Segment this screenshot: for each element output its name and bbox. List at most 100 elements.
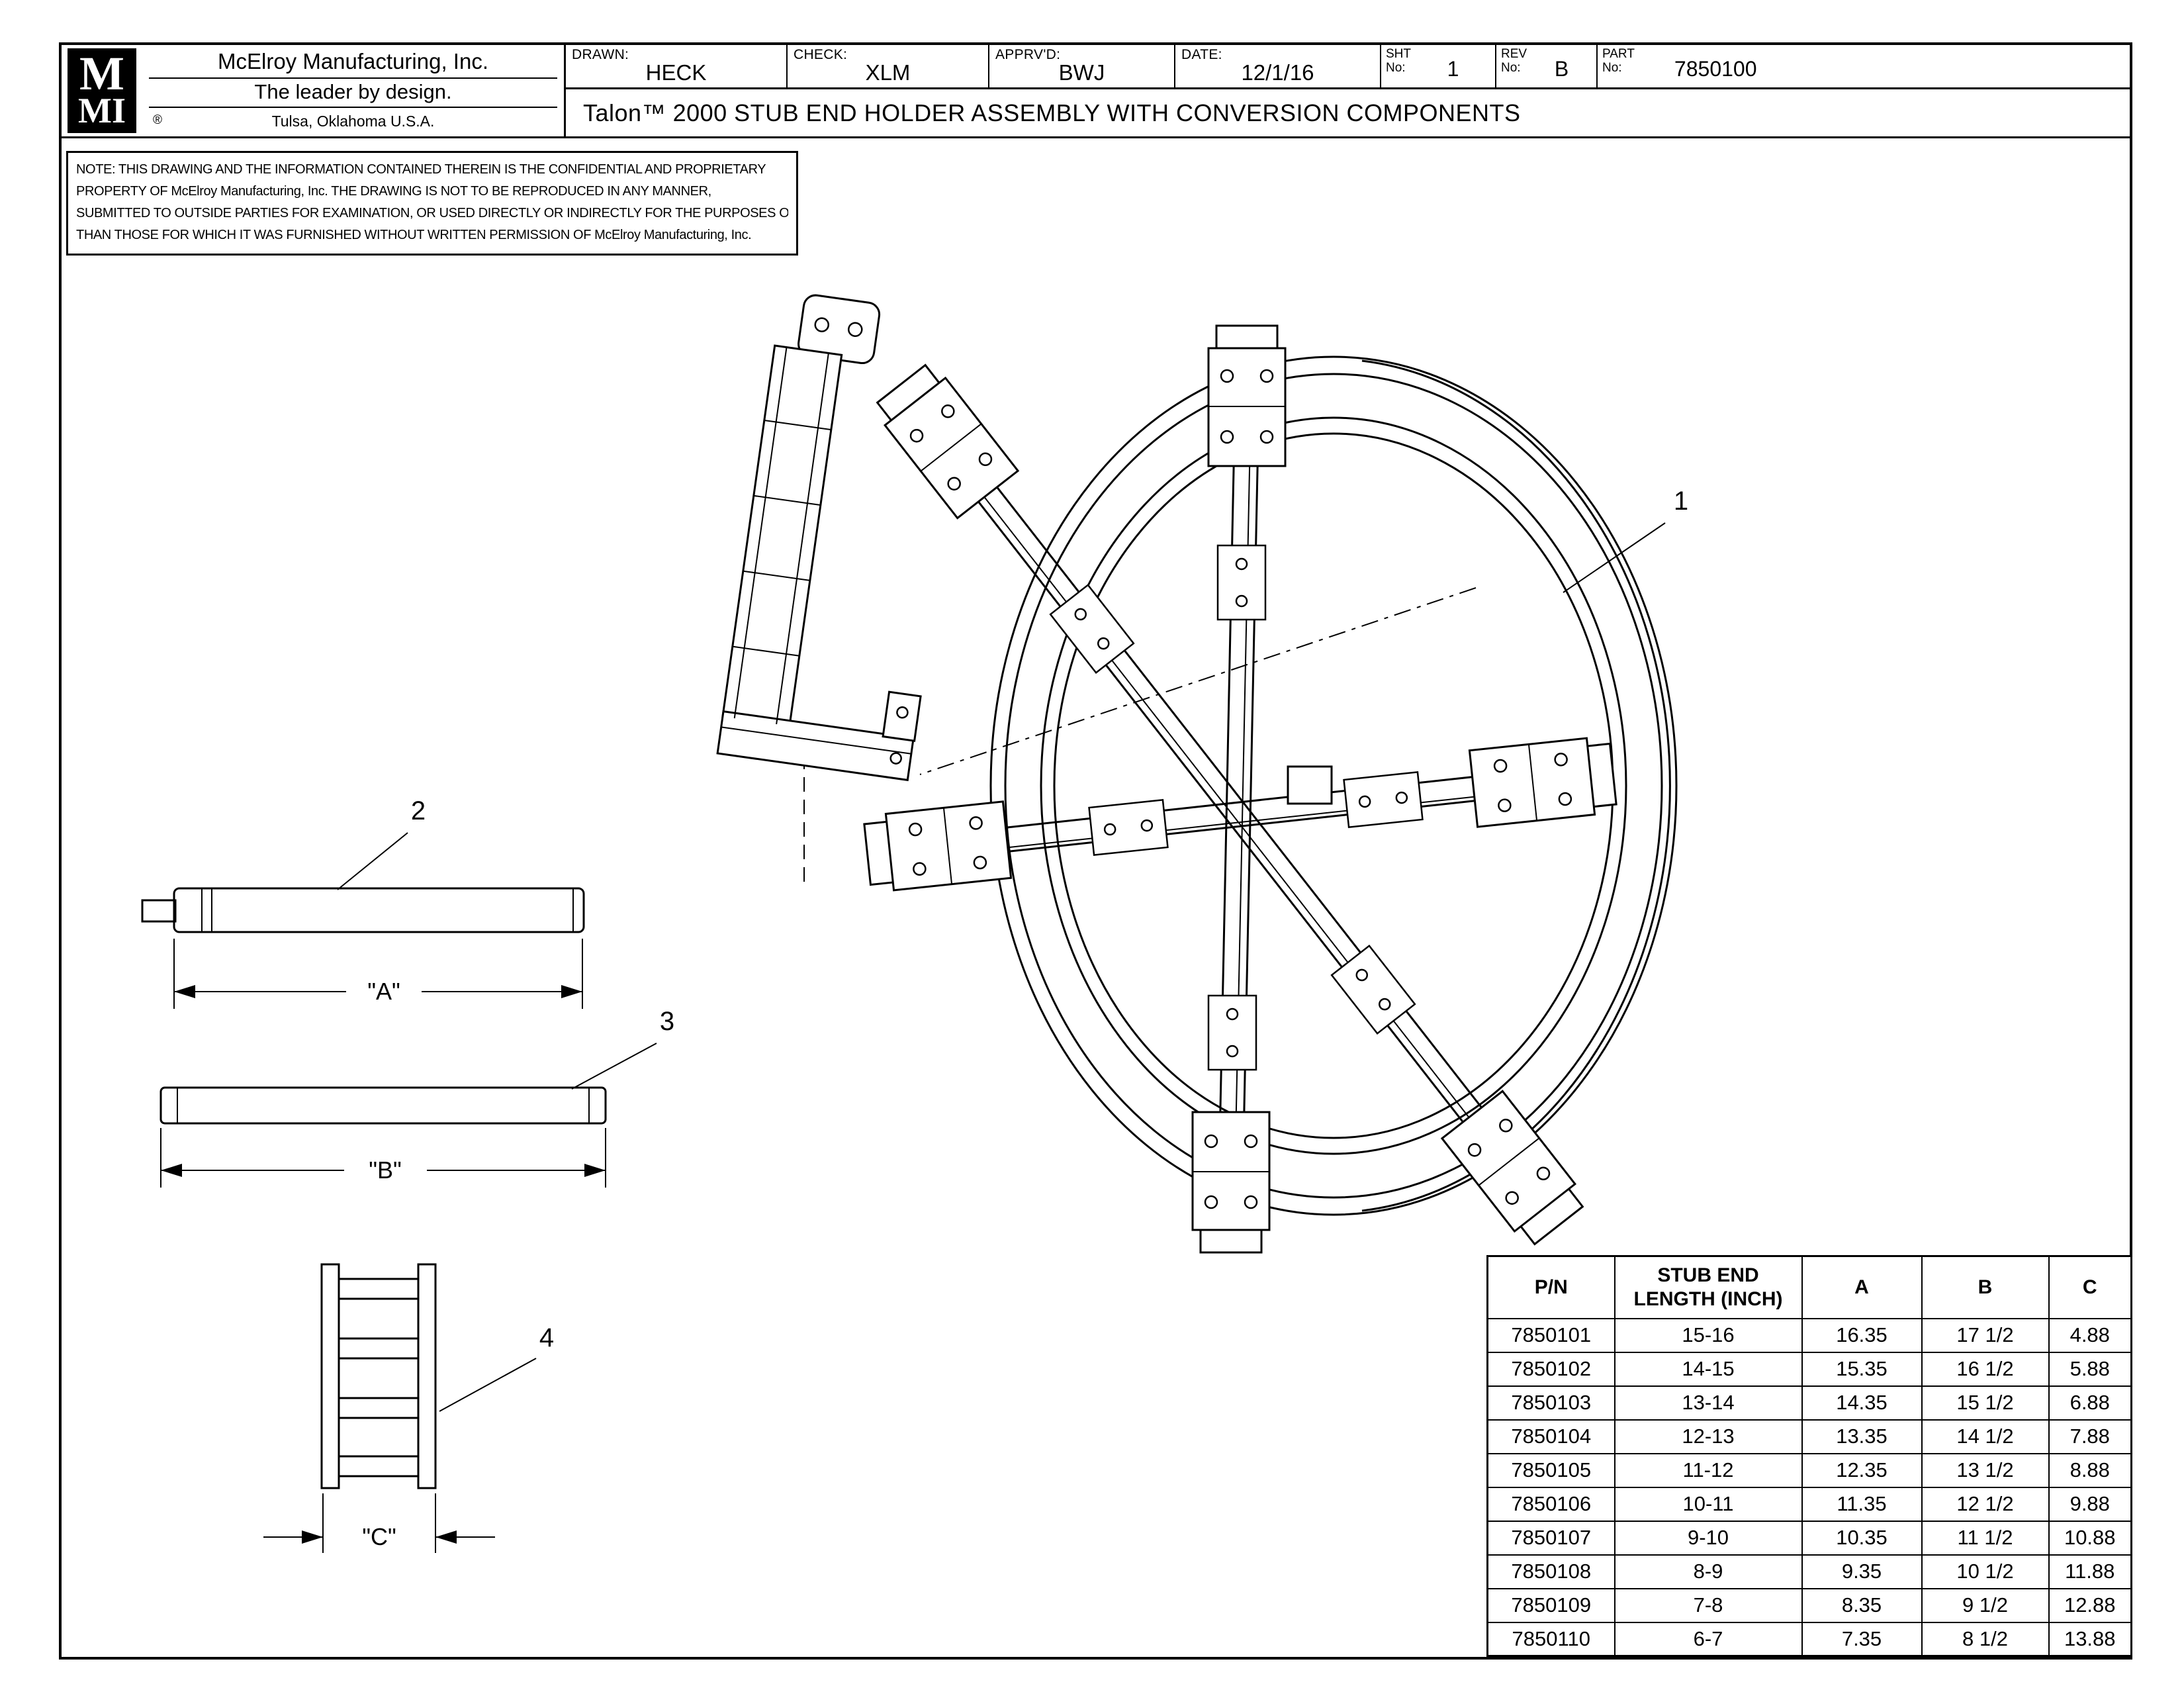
cell-b: 8 1/2 (1921, 1621, 2050, 1657)
revision-cell: REV No: B (1496, 45, 1598, 87)
approval-row: DRAWN: HECK CHECK: XLM APPRV'D: BWJ DATE… (566, 45, 2130, 89)
cell-stub-length: 9-10 (1614, 1520, 1803, 1556)
sheet-number-label: SHT No: (1381, 45, 1411, 87)
cell-pn: 7850102 (1486, 1351, 1615, 1387)
revision-label-line1: REV (1501, 47, 1527, 61)
cell-c: 4.88 (2048, 1317, 2132, 1353)
revision-value: B (1554, 57, 1569, 81)
cell-stub-length: 7-8 (1614, 1587, 1803, 1623)
revision-label-line2: No: (1501, 61, 1521, 75)
cell-a: 16.35 (1801, 1317, 1923, 1353)
cell-stub-length: 15-16 (1614, 1317, 1803, 1353)
cell-stub-length: 13-14 (1614, 1385, 1803, 1421)
sheet-number-cell: SHT No: 1 (1381, 45, 1496, 87)
cell-c: 5.88 (2048, 1351, 2132, 1387)
col-header-a: A (1801, 1255, 1923, 1319)
cell-a: 14.35 (1801, 1385, 1923, 1421)
note-line-1: NOTE: THIS DRAWING AND THE INFORMATION C… (76, 162, 766, 177)
confidentiality-note: NOTE: THIS DRAWING AND THE INFORMATION C… (66, 151, 798, 256)
dimension-a-label: "A" (367, 978, 400, 1005)
cell-pn: 7850110 (1486, 1621, 1615, 1657)
cell-pn: 7850101 (1486, 1317, 1615, 1353)
cell-b: 14 1/2 (1921, 1419, 2050, 1454)
company-block: M MI McElroy Manufacturing, Inc. The lea… (62, 45, 566, 136)
cell-pn: 7850104 (1486, 1419, 1615, 1454)
cell-a: 12.35 (1801, 1452, 1923, 1488)
dimension-b: "B" (160, 1128, 606, 1188)
cell-b: 15 1/2 (1921, 1385, 2050, 1421)
cell-b: 10 1/2 (1921, 1554, 2050, 1589)
ring-assembly (803, 324, 1678, 1254)
table-row: 7850103 13-14 14.35 15 1/2 6.88 (1486, 1385, 2132, 1421)
cell-a: 9.35 (1801, 1554, 1923, 1589)
cell-a: 8.35 (1801, 1587, 1923, 1623)
check-label: CHECK: (794, 47, 848, 62)
sheet-number-value: 1 (1447, 57, 1459, 81)
company-info: McElroy Manufacturing, Inc. The leader b… (149, 46, 557, 130)
cell-pn: 7850109 (1486, 1587, 1615, 1623)
rod-b (159, 1086, 607, 1125)
roller-spool (320, 1263, 437, 1489)
cell-c: 8.88 (2048, 1452, 2132, 1488)
cell-b: 9 1/2 (1921, 1587, 2050, 1623)
callout-1: 1 (1674, 487, 1688, 516)
callout-2: 2 (411, 796, 426, 825)
table-row: 7850102 14-15 15.35 16 1/2 5.88 (1486, 1351, 2132, 1387)
approved-value: BWJ (1058, 60, 1105, 85)
rod-a (141, 887, 585, 933)
sheet-border (59, 42, 2132, 1660)
cell-stub-length: 14-15 (1614, 1351, 1803, 1387)
dimension-c-label: "C" (362, 1523, 396, 1550)
col-header-pn: P/N (1486, 1255, 1615, 1319)
date-cell: DATE: 12/1/16 (1175, 45, 1381, 87)
cell-c: 13.88 (2048, 1621, 2132, 1657)
cell-a: 7.35 (1801, 1621, 1923, 1657)
title-block: M MI McElroy Manufacturing, Inc. The lea… (62, 45, 2130, 138)
col-header-c: C (2048, 1255, 2132, 1319)
approved-cell: APPRV'D: BWJ (989, 45, 1175, 87)
company-tagline: The leader by design. (149, 79, 557, 108)
col-header-stub-end-length: STUB END LENGTH (INCH) (1614, 1255, 1803, 1319)
table-row: 7850101 15-16 16.35 17 1/2 4.88 (1486, 1317, 2132, 1353)
cell-b: 12 1/2 (1921, 1486, 2050, 1522)
check-cell: CHECK: XLM (788, 45, 989, 87)
cell-pn: 7850105 (1486, 1452, 1615, 1488)
approved-label: APPRV'D: (995, 47, 1061, 62)
registered-mark: ® (153, 113, 162, 127)
sheet-number-label-line1: SHT (1386, 47, 1411, 61)
part-number-cell: PART No: 7850100 (1598, 45, 2130, 87)
col-header-b: B (1921, 1255, 2050, 1319)
cell-b: 11 1/2 (1921, 1520, 2050, 1556)
cell-a: 10.35 (1801, 1520, 1923, 1556)
callout-3: 3 (660, 1007, 674, 1036)
cell-c: 6.88 (2048, 1385, 2132, 1421)
company-location: ® Tulsa, Oklahoma U.S.A. (149, 108, 557, 130)
table-row: 7850110 6-7 7.35 8 1/2 13.88 (1486, 1621, 2132, 1657)
cell-c: 9.88 (2048, 1486, 2132, 1522)
table-header-row: P/N STUB END LENGTH (INCH) A B C (1486, 1255, 2132, 1319)
centerline-dashed (919, 587, 1477, 775)
drawn-cell: DRAWN: HECK (566, 45, 788, 87)
cell-b: 16 1/2 (1921, 1351, 2050, 1387)
drawing-title: Talon™ 2000 STUB END HOLDER ASSEMBLY WIT… (583, 99, 1521, 126)
note-line-2: PROPERTY OF McElroy Manufacturing, Inc. … (76, 184, 711, 199)
callout-4-leader (439, 1358, 537, 1412)
callout-4: 4 (539, 1323, 554, 1352)
dimension-a: "A" (173, 939, 583, 1009)
dimension-b-label: "B" (369, 1156, 402, 1184)
callout-2-leader (337, 832, 408, 890)
cell-b: 17 1/2 (1921, 1317, 2050, 1353)
table-row: 7850104 12-13 13.35 14 1/2 7.88 (1486, 1419, 2132, 1454)
cell-stub-length: 11-12 (1614, 1452, 1803, 1488)
drawn-label: DRAWN: (572, 47, 629, 62)
cell-pn: 7850106 (1486, 1486, 1615, 1522)
part-number-label-line2: No: (1602, 61, 1622, 75)
table-row: 7850105 11-12 12.35 13 1/2 8.88 (1486, 1452, 2132, 1488)
cell-stub-length: 8-9 (1614, 1554, 1803, 1589)
dimension-c: "C" (263, 1493, 495, 1553)
holder-bracket (716, 294, 922, 782)
cell-pn: 7850108 (1486, 1554, 1615, 1589)
cell-stub-length: 10-11 (1614, 1486, 1803, 1522)
note-line-3: SUBMITTED TO OUTSIDE PARTIES FOR EXAMINA… (76, 206, 788, 220)
